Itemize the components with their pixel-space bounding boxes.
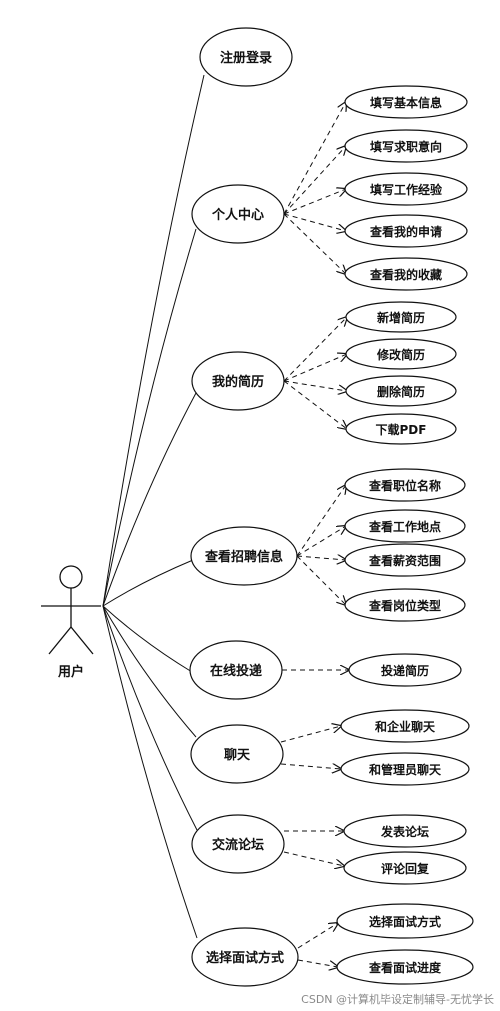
association-line: [102, 559, 194, 607]
sub-use-case: 投递简历: [348, 653, 462, 687]
include-arrow: [296, 526, 346, 557]
use-case-forum: 交流论坛: [191, 814, 285, 874]
svg-text:注册登录: 注册登录: [220, 50, 272, 66]
include-arrow: [283, 146, 346, 215]
svg-text:查看工作地点: 查看工作地点: [368, 519, 441, 534]
include-arrow: [283, 380, 347, 391]
sub-use-case: 删除简历: [345, 375, 457, 407]
svg-text:选择面试方式: 选择面试方式: [206, 950, 284, 966]
svg-text:和管理员聊天: 和管理员聊天: [368, 762, 442, 777]
include-arrow: [297, 923, 338, 949]
svg-text:聊天: 聊天: [224, 747, 251, 763]
association-line: [102, 228, 197, 607]
svg-text:在线投递: 在线投递: [210, 663, 262, 679]
svg-text:修改简历: 修改简历: [376, 347, 425, 362]
svg-text:个人中心: 个人中心: [211, 207, 264, 223]
use-case-online-apply: 在线投递: [189, 640, 283, 700]
include-arrow: [283, 317, 347, 382]
association-line: [102, 74, 205, 607]
include-arrow: [280, 726, 341, 743]
svg-text:投递简历: 投递简历: [381, 663, 429, 678]
svg-text:我的简历: 我的简历: [212, 374, 264, 390]
svg-text:新增简历: 新增简历: [377, 310, 425, 325]
sub-use-case: 选择面试方式: [336, 903, 474, 939]
sub-use-case: 填写求职意向: [344, 129, 468, 163]
use-case-my-resume: 我的简历: [191, 351, 285, 411]
sub-use-case: 查看职位名称: [344, 468, 466, 502]
svg-text:查看薪资范围: 查看薪资范围: [368, 553, 441, 568]
svg-text:删除简历: 删除简历: [377, 384, 425, 399]
svg-text:查看岗位类型: 查看岗位类型: [368, 598, 441, 613]
sub-use-case: 查看岗位类型: [344, 588, 466, 622]
use-case-chat: 聊天: [190, 724, 284, 784]
use-case-view-jobs: 查看招聘信息: [190, 526, 298, 586]
include-arrow: [283, 189, 346, 215]
use-case-personal-center: 个人中心: [191, 184, 285, 244]
include-arrow: [283, 851, 344, 866]
svg-text:和企业聊天: 和企业聊天: [374, 719, 436, 734]
association-line: [102, 605, 197, 738]
actor-label: 用户: [57, 664, 84, 680]
sub-use-case: 填写基本信息: [344, 85, 468, 119]
sub-use-case: 查看面试进度: [336, 949, 474, 985]
association-line: [102, 605, 198, 831]
sub-use-case: 评论回复: [343, 851, 467, 885]
use-case-interview-mode: 选择面试方式: [191, 927, 299, 987]
sub-use-case: 和管理员聊天: [340, 752, 470, 786]
svg-text:评论回复: 评论回复: [381, 861, 430, 876]
association-line: [102, 605, 198, 939]
svg-text:查看我的收藏: 查看我的收藏: [369, 267, 442, 282]
sub-use-case: 填写工作经验: [344, 172, 468, 206]
include-arrow: [296, 555, 346, 605]
include-arrow: [280, 764, 341, 769]
sub-use-case: 新增简历: [345, 301, 457, 333]
sub-use-case: 查看薪资范围: [344, 543, 466, 577]
svg-text:填写工作经验: 填写工作经验: [370, 182, 443, 197]
svg-text:查看面试进度: 查看面试进度: [368, 960, 442, 975]
svg-text:查看职位名称: 查看职位名称: [368, 478, 441, 493]
association-line: [102, 392, 197, 607]
include-arrow: [283, 102, 346, 215]
sub-use-case: 发表论坛: [343, 814, 467, 848]
include-arrow: [283, 380, 347, 429]
svg-text:查看招聘信息: 查看招聘信息: [204, 549, 283, 565]
sub-use-case: 查看工作地点: [344, 509, 466, 543]
sub-use-case: 下载PDF: [345, 413, 457, 445]
svg-text:填写求职意向: 填写求职意向: [370, 139, 442, 154]
svg-text:选择面试方式: 选择面试方式: [369, 914, 441, 929]
use-case-registration: 注册登录: [199, 27, 293, 87]
actor-figure: [41, 565, 101, 655]
include-arrow: [283, 213, 346, 231]
svg-text:填写基本信息: 填写基本信息: [370, 95, 442, 110]
sub-use-case: 和企业聊天: [340, 709, 470, 743]
svg-text:查看我的申请: 查看我的申请: [369, 224, 442, 239]
sub-use-case: 修改简历: [345, 338, 457, 370]
include-arrow: [297, 959, 338, 967]
include-arrow: [296, 556, 346, 560]
svg-text:交流论坛: 交流论坛: [212, 837, 264, 853]
include-arrow: [296, 485, 346, 557]
watermark: CSDN @计算机毕设定制辅导-无忧学长: [301, 993, 494, 1006]
association-line: [102, 605, 193, 673]
include-arrow: [283, 213, 346, 274]
include-arrow: [283, 354, 347, 382]
sub-use-case: 查看我的收藏: [344, 257, 468, 291]
sub-use-case: 查看我的申请: [344, 214, 468, 248]
svg-text:下载PDF: 下载PDF: [376, 422, 427, 437]
svg-text:发表论坛: 发表论坛: [380, 824, 429, 839]
